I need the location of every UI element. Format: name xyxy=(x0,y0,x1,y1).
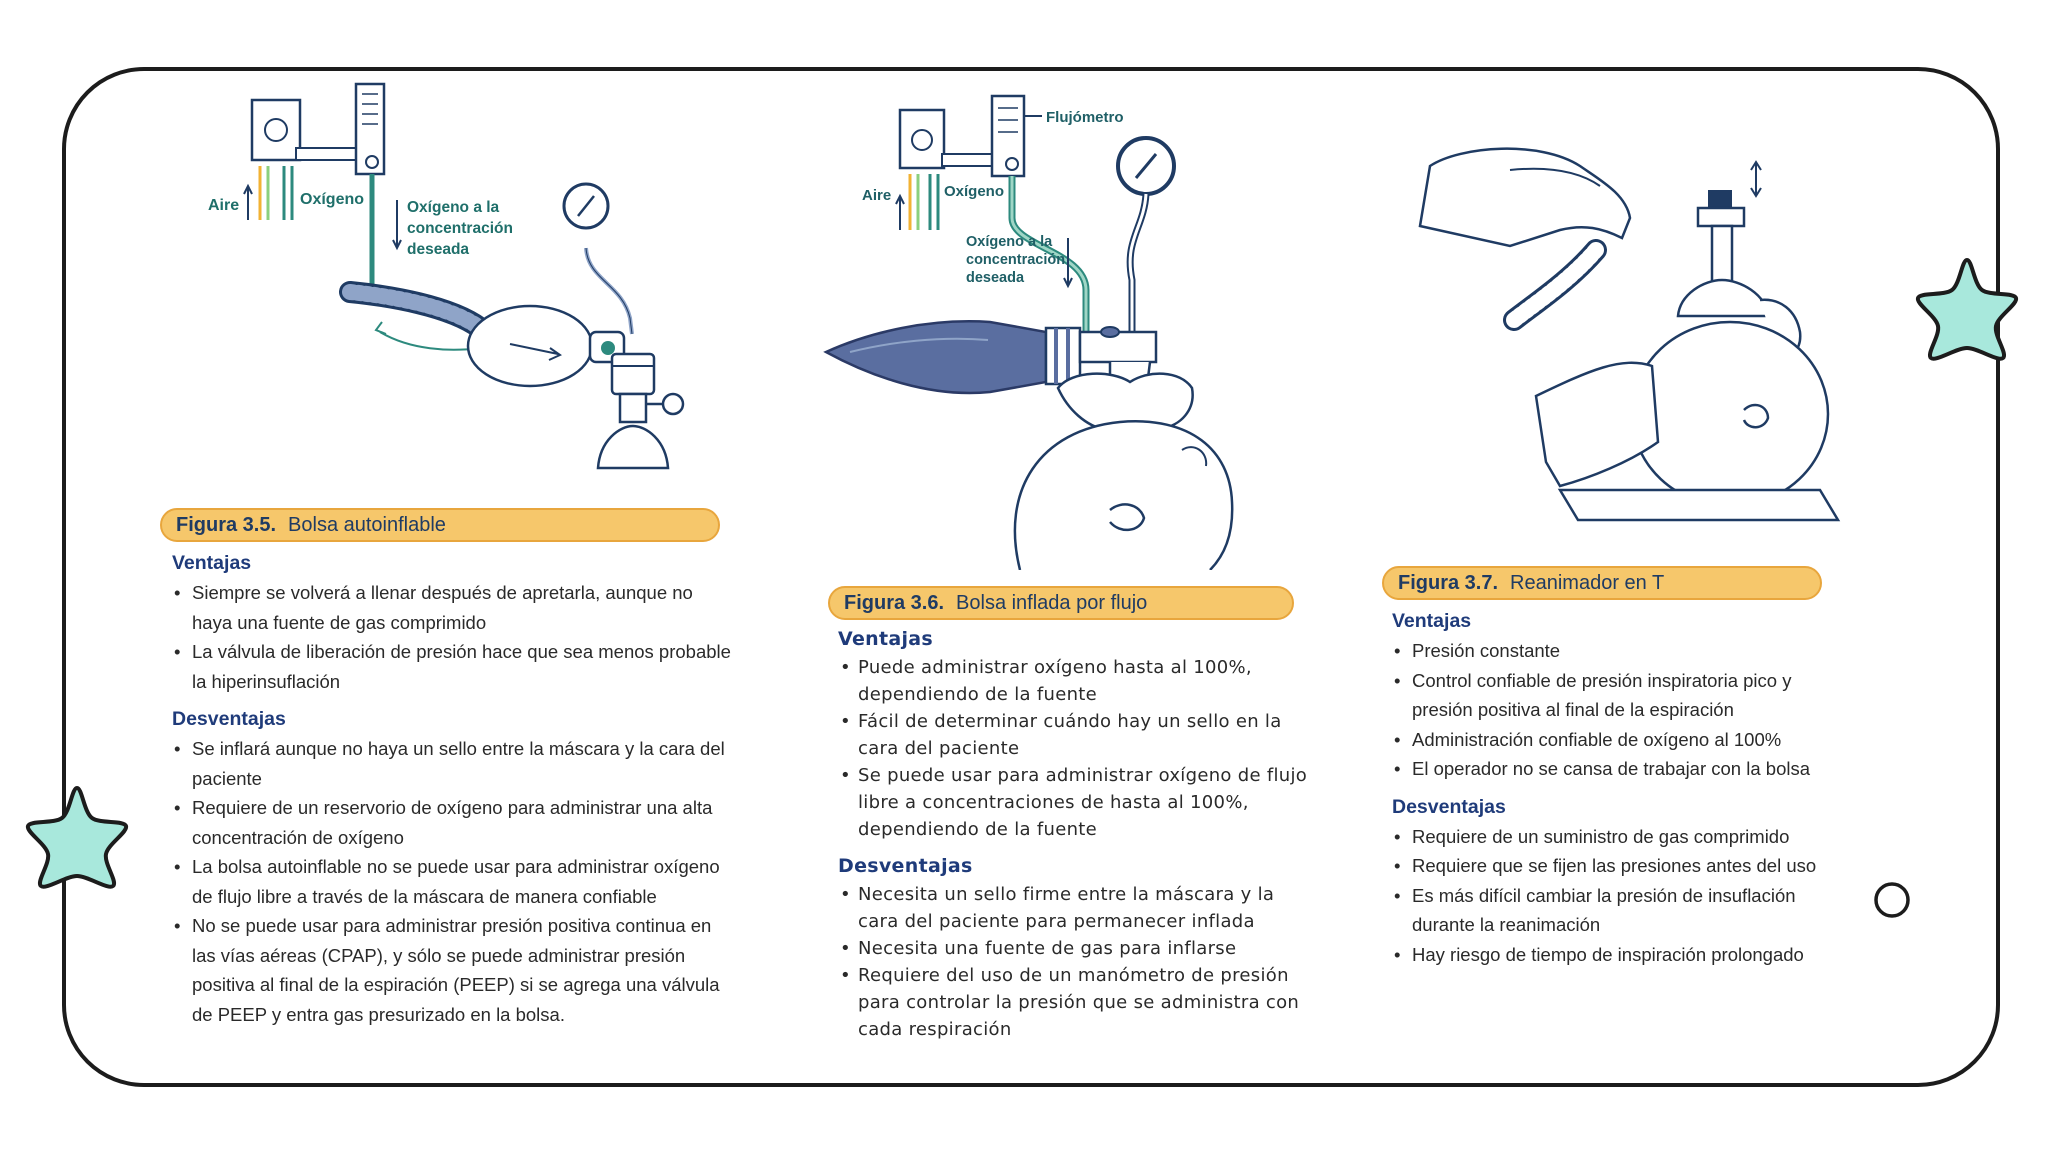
label-oxygen: Oxígeno xyxy=(944,183,1004,200)
label-oxygen-desired-1: Oxígeno a la xyxy=(407,199,500,216)
disadvantages-heading: Desventajas xyxy=(1392,795,1506,818)
disadvantages-list: Requiere de un suministro de gas comprim… xyxy=(1392,822,1842,970)
list-item: Requiere de un reservorio de oxígeno par… xyxy=(172,793,732,852)
list-item: Requiere que se fijen las presiones ante… xyxy=(1392,851,1842,881)
figure-title: Reanimador en T xyxy=(1510,571,1665,594)
label-flowmeter: Flujómetro xyxy=(1046,109,1124,126)
list-item: Presión constante xyxy=(1392,636,1842,666)
list-item: El operador no se cansa de trabajar con … xyxy=(1392,754,1842,784)
label-air: Aire xyxy=(208,197,239,214)
label-air: Aire xyxy=(862,187,891,204)
list-item: La bolsa autoinflable no se puede usar p… xyxy=(172,852,732,911)
list-item: Siempre se volverá a llenar después de a… xyxy=(172,578,732,637)
list-item: Necesita un sello firme entre la máscara… xyxy=(838,881,1318,935)
figure-3-6-text: Ventajas Puede administrar oxígeno hasta… xyxy=(838,624,1318,1051)
list-item: No se puede usar para administrar presió… xyxy=(172,911,732,1029)
label-oxygen-desired-3: deseada xyxy=(966,270,1025,286)
figure-title: Bolsa inflada por flujo xyxy=(956,591,1148,614)
disadvantages-heading: Desventajas xyxy=(172,708,286,730)
t-piece-resuscitator-illustration xyxy=(1418,147,1841,522)
figure-3-7-caption: Figura 3.7. Reanimador en T xyxy=(1382,566,1822,600)
list-item: Requiere de un suministro de gas comprim… xyxy=(1392,822,1842,852)
figure-number: Figura 3.6. xyxy=(844,591,945,614)
disadvantages-list: Necesita un sello firme entre la máscara… xyxy=(838,881,1318,1043)
disadvantages-list: Se inflará aunque no haya un sello entre… xyxy=(172,734,732,1029)
advantages-heading: Ventajas xyxy=(838,628,934,650)
figure-3-5-caption: Figura 3.5. Bolsa autoinflable xyxy=(160,508,720,542)
self-inflating-bag-illustration: Aire Oxígeno Oxígeno a la concentración … xyxy=(208,82,685,470)
figure-number: Figura 3.7. xyxy=(1398,571,1499,594)
star-decoration-right xyxy=(1916,258,2018,361)
advantages-heading: Ventajas xyxy=(1392,610,1472,632)
list-item: La válvula de liberación de presión hace… xyxy=(172,637,732,696)
circle-decoration xyxy=(1874,882,1910,918)
figure-3-6-caption: Figura 3.6. Bolsa inflada por flujo xyxy=(828,586,1294,620)
list-item: Necesita una fuente de gas para inflarse xyxy=(838,935,1318,962)
figure-3-5-panel: Aire Oxígeno Oxígeno a la concentración … xyxy=(150,70,732,1080)
disadvantages-heading: Desventajas xyxy=(838,855,973,877)
advantages-heading: Ventajas xyxy=(172,552,252,574)
label-oxygen-desired-2: concentración xyxy=(407,220,513,237)
list-item: Es más difícil cambiar la presión de ins… xyxy=(1392,881,1842,940)
advantages-list: Siempre se volverá a llenar después de a… xyxy=(172,578,732,696)
list-item: Requiere del uso de un manómetro de pres… xyxy=(838,962,1318,1043)
figure-3-5-text: Ventajas Siempre se volverá a llenar des… xyxy=(172,548,732,1037)
list-item: Se inflará aunque no haya un sello entre… xyxy=(172,734,732,793)
label-oxygen: Oxígeno xyxy=(300,191,364,208)
figure-3-6-panel: Flujómetro Aire Oxígeno Oxígeno a la con… xyxy=(820,70,1340,1080)
list-item: Fácil de determinar cuándo hay un sello … xyxy=(838,708,1318,762)
advantages-list: Puede administrar oxígeno hasta al 100%,… xyxy=(838,654,1318,843)
figure-title: Bolsa autoinflable xyxy=(288,513,446,536)
figure-3-7-panel: Figura 3.7. Reanimador en T Ventajas Pre… xyxy=(1382,70,1870,1080)
flow-inflating-bag-illustration: Flujómetro Aire Oxígeno Oxígeno a la con… xyxy=(823,94,1234,570)
label-oxygen-desired-1: Oxígeno a la xyxy=(966,234,1053,250)
figure-3-7-text: Ventajas Presión constante Control confi… xyxy=(1392,606,1842,977)
label-oxygen-desired-3: deseada xyxy=(407,241,469,258)
label-oxygen-desired-2: concentración xyxy=(966,252,1065,268)
star-decoration-left xyxy=(26,786,128,889)
list-item: Puede administrar oxígeno hasta al 100%,… xyxy=(838,654,1318,708)
figure-number: Figura 3.5. xyxy=(176,513,277,536)
advantages-list: Presión constante Control confiable de p… xyxy=(1392,636,1842,784)
list-item: Administración confiable de oxígeno al 1… xyxy=(1392,725,1842,755)
list-item: Control confiable de presión inspiratori… xyxy=(1392,666,1842,725)
list-item: Se puede usar para administrar oxígeno d… xyxy=(838,762,1318,843)
list-item: Hay riesgo de tiempo de inspiración prol… xyxy=(1392,940,1842,970)
